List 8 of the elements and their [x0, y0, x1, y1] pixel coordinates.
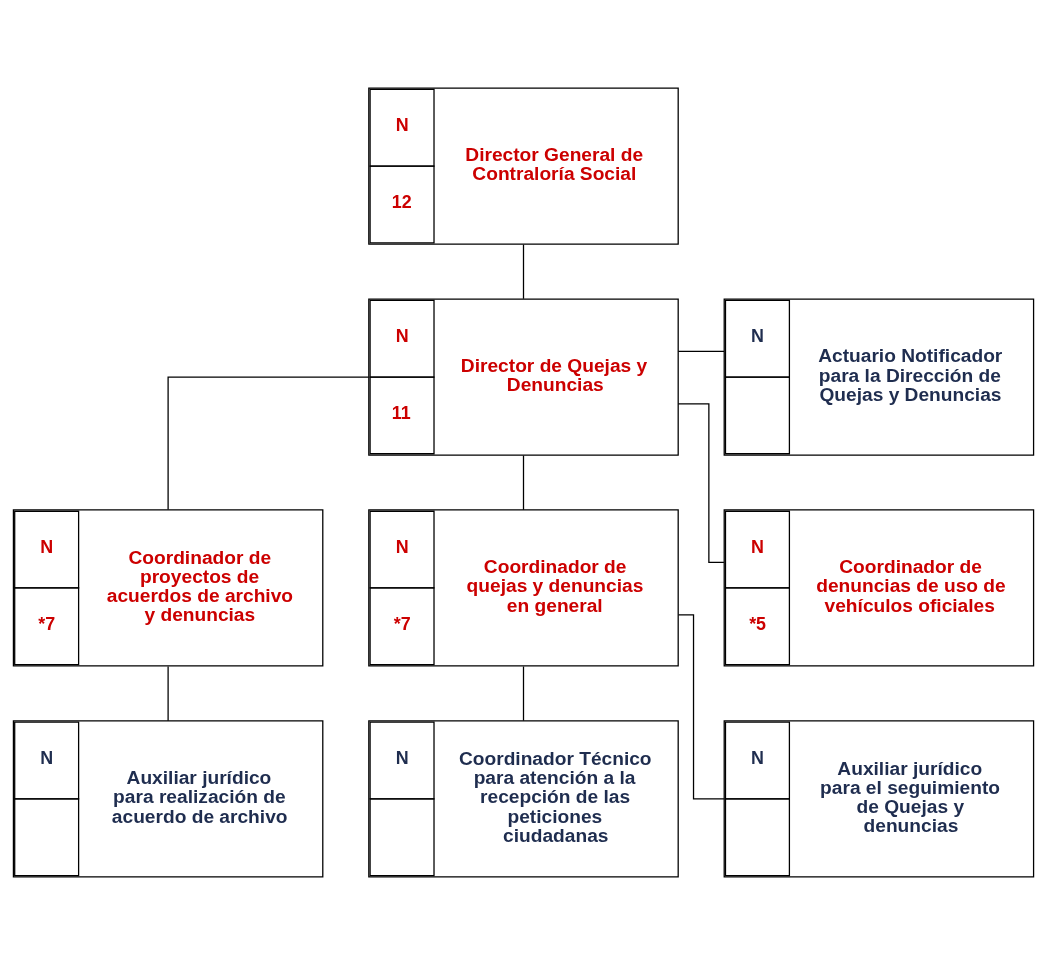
connector — [522, 665, 525, 722]
connector — [522, 244, 525, 300]
connector — [677, 350, 725, 353]
connector — [677, 403, 725, 564]
connector — [167, 665, 169, 722]
connector — [522, 454, 525, 511]
connector — [167, 376, 370, 511]
connector — [677, 614, 725, 800]
